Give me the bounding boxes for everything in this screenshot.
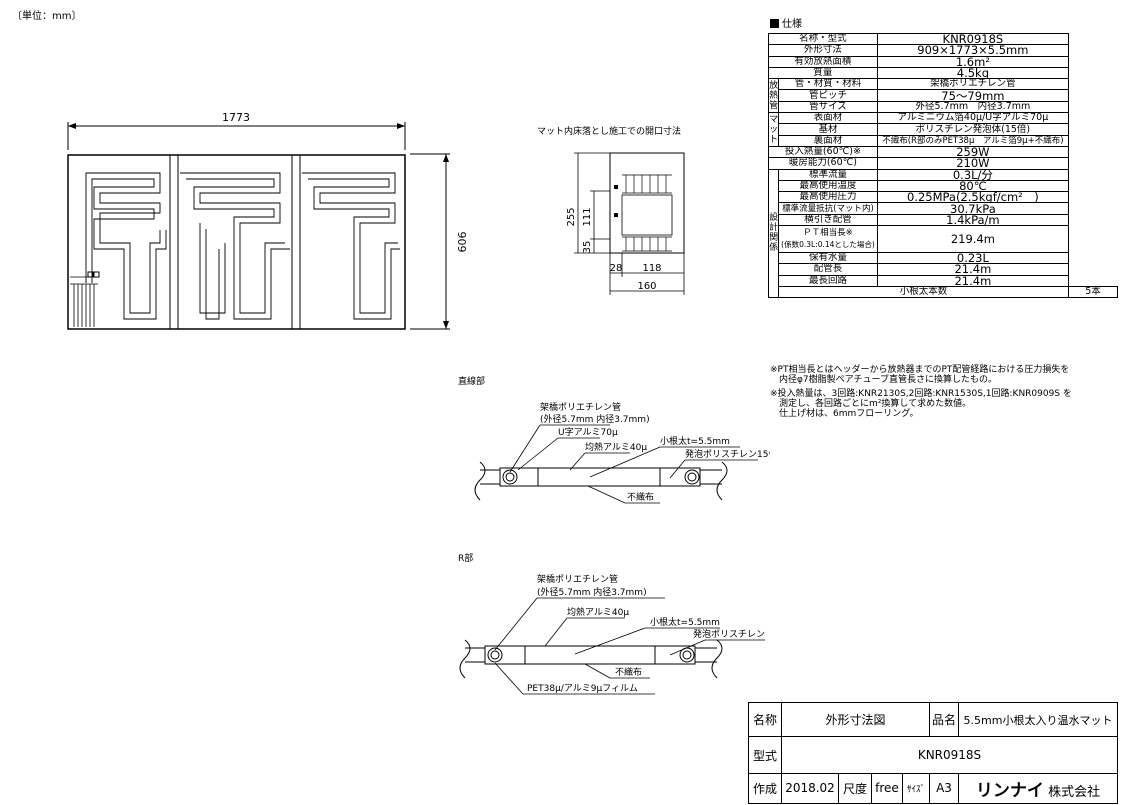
opening-160: 160 [637,281,656,292]
opening-35: 35 [582,241,593,254]
tb-made-label: 作成 [748,772,782,805]
r-foam-label: 発泡ポリスチレン15倍 [693,628,765,640]
opening-118: 118 [642,263,661,274]
r-nonwoven-label: 不織布 [615,666,642,678]
straight-section-drawing: 架橋ポリエチレン管 (外径5.7mm 内径3.7mm) U字アルミ70μ 均熱ア… [474,401,770,504]
spec-row: マット表面材アルミニウム箔40μ/U字アルミ70μ [767,112,1118,147]
height-dimension: 909 [455,232,468,253]
opening-drawing: 255 111 35 28 118 160 [566,152,685,295]
spec-row: 標準流量抵抗(マット内)30.7kPa [769,202,1118,215]
straight-section-title: 直線部 [458,377,486,387]
r-joist-label: 小根太t=5.5mm [650,616,720,628]
unit-note: 〔単位：mm〕 [12,11,82,22]
r-alu-label: 均熱アルミ40μ [567,606,629,618]
tb-size: A3 [928,772,960,805]
tb-size-label: ｻｲｽﾞ [902,772,930,805]
title-block: 名称 外形寸法図 品名 5.5mm小根太入り温水マット 型式 KNR0918S … [748,701,1118,805]
r-pipe-size-label: (外径5.7mm 内径3.7mm) [537,586,647,598]
tb-item: 5.5mm小根太入り温水マット [958,701,1118,738]
opening-title: マット内床落とし施工での開口寸法 [537,127,682,137]
tb-item-label: 品名 [928,701,960,738]
width-dimension: 1773 [222,111,250,124]
tb-name: 外形寸法図 [781,701,930,738]
r-section-title: R部 [458,554,474,564]
tb-date: 2018.02 [781,772,839,805]
spec-row: 管サイズ外径5.7mm 内径3.7mm [769,100,1118,114]
r-pipe-label: 架橋ポリエチレン管 [537,573,618,585]
spec-row: 裏面材不織布(R部のみPET38μ アルミ箔9μ+不織布) [769,134,1118,147]
spec-header-label: 仕様 [782,19,802,30]
r-section-drawing: 架橋ポリエチレン管 (外径5.7mm 内径3.7mm) 均熱アルミ40μ 小根太… [459,573,765,695]
opening-111: 111 [582,207,593,226]
opening-28: 28 [610,263,623,274]
note-pt: ※PT相当長とはヘッダーから放熱器までのPT配管経路における圧力損失を 内径φ7… [770,365,1070,385]
spec-row: 暖房能力(60℃)210W [768,157,1118,170]
opening-255: 255 [566,207,577,226]
spec-header: 仕様 [770,19,802,30]
straight-u-alu-label: U字アルミ70μ [558,426,618,438]
straight-foam-label: 発泡ポリスチレン15倍 [685,448,770,460]
straight-alu-label: 均熱アルミ40μ [585,441,647,453]
straight-nonwoven-label: 不織布 [627,491,654,503]
tb-name-label: 名称 [748,701,782,738]
note-heat: ※投入熱量は、3回路:KNR2130S,2回路:KNR1530S,1回路:KNR… [770,389,1072,419]
tb-company: リンナイ 株式会社 [958,772,1118,805]
spec-row: ＰＴ相当長※(係数0.3L:0.14とした場合)219.4m [769,225,1118,254]
tb-scale: free [871,772,903,805]
spec-row: 基材ポリスチレン発泡体(15倍) [769,123,1118,136]
spec-row: 投入熱量(60℃)※259W [768,145,1118,159]
group-pipe: 放熱管 [767,78,780,114]
group-design: 設計関係 [767,168,780,299]
tb-model: KNR0918S [781,736,1118,774]
group-mat: マット [767,112,780,147]
spec-row: 放熱管管・材質・材料架橋ポリエチレン管 [767,78,1118,114]
tb-scale-label: 尺度 [842,781,867,796]
tb-model-label: 型式 [748,736,782,774]
mat-drawing: 1773 909 [67,111,468,330]
square-bullet-icon [770,19,779,28]
straight-pipe-size-label: (外径5.7mm 内径3.7mm) [540,413,650,425]
r-film-label: PET38μ/アルミ9μフィルム [527,683,638,694]
straight-joist-label: 小根太t=5.5mm [660,435,730,447]
straight-pipe-label: 架橋ポリエチレン管 [540,401,621,413]
